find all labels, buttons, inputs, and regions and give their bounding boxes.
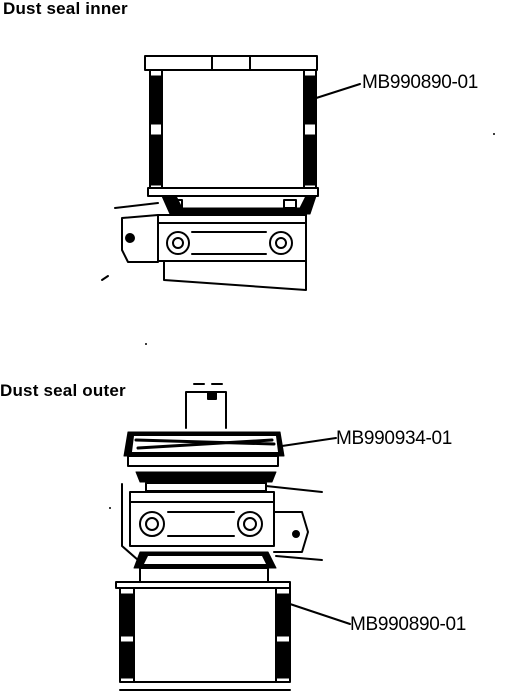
installer-tool-top [123,431,285,467]
lower-seal [133,551,277,583]
housing-inner [101,202,307,291]
heading-dust-seal-outer: Dust seal outer [0,381,126,400]
heading-dust-seal-inner: Dust seal inner [3,0,128,18]
shaft [185,383,227,429]
leader-outer-bottom [289,603,351,625]
leader-inner [309,83,361,101]
figure-inner [101,55,361,291]
callout-inner-tool: MB990890-01 [362,72,479,93]
figure-outer [109,133,495,691]
dust-seal-inner [161,195,317,215]
callout-outer-tool-bottom: MB990890-01 [350,614,467,635]
housing-outer [121,483,323,561]
leader-outer-top [281,437,337,447]
dust-seal-outer [135,471,277,492]
installer-tool-inner [144,55,319,197]
installer-tool-bottom [115,581,291,691]
callout-outer-tool-top: MB990934-01 [336,428,453,449]
